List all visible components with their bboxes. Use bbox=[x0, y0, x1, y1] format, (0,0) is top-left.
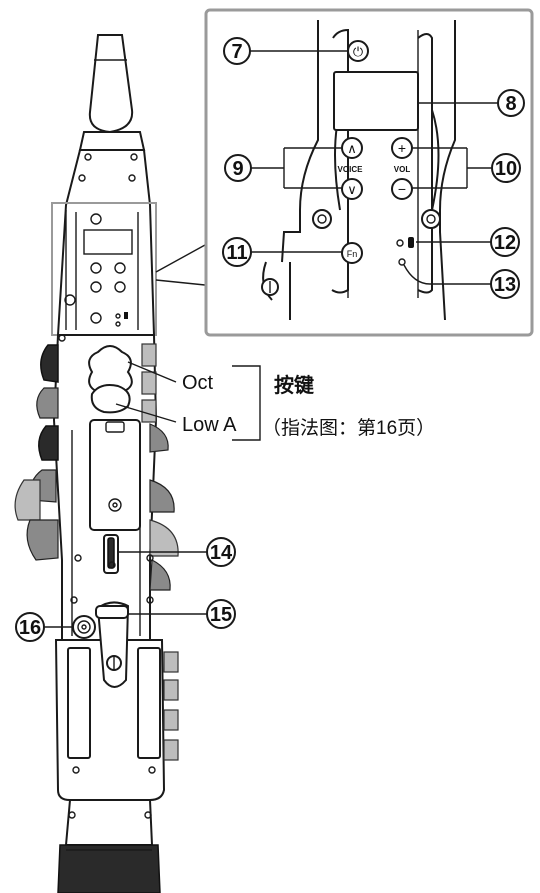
display-screen bbox=[333, 71, 419, 131]
callout-7: 7 bbox=[231, 41, 242, 63]
bell bbox=[57, 799, 161, 893]
strap-hook bbox=[72, 615, 96, 639]
callout-11: 11 bbox=[226, 242, 247, 264]
vol-label: VOL bbox=[394, 165, 411, 174]
callout-9: 9 bbox=[232, 158, 243, 180]
voice-down-button bbox=[341, 178, 363, 200]
right-side-hole bbox=[421, 209, 441, 229]
voice-up-glyph: ∧ bbox=[347, 141, 357, 156]
vol-plus-glyph: + bbox=[398, 140, 406, 156]
fn-glyph: Fn bbox=[347, 249, 358, 259]
callout-14: 14 bbox=[210, 542, 233, 564]
power-glyph: ⏻ bbox=[353, 44, 363, 59]
fn-button bbox=[341, 242, 363, 264]
keys-heading: 按键 bbox=[274, 373, 314, 397]
voice-label: VOICE bbox=[338, 165, 364, 174]
callout-15: 15 bbox=[210, 604, 232, 626]
callout-16: 16 bbox=[19, 617, 41, 639]
lower-body bbox=[54, 596, 179, 801]
callout-10: 10 bbox=[495, 158, 517, 180]
callout-8: 8 bbox=[505, 93, 516, 115]
callout-13: 13 bbox=[494, 274, 516, 296]
mouthpiece bbox=[78, 34, 146, 151]
low-a-label: Low A bbox=[182, 414, 237, 436]
oct-label: Oct bbox=[182, 372, 214, 394]
vol-minus-glyph: − bbox=[398, 181, 406, 197]
callout-12: 12 bbox=[494, 232, 516, 254]
battery-icon bbox=[408, 237, 414, 248]
zoom-panel: ⏻ ∧ ∨ VOICE + − VOL Fn 7 bbox=[204, 8, 534, 337]
led-indicator bbox=[398, 258, 406, 266]
battery-compartment bbox=[89, 419, 141, 531]
voice-down-glyph: ∨ bbox=[347, 182, 357, 197]
low-a-key bbox=[90, 384, 131, 414]
keys-subheading: （指法图：第16页） bbox=[262, 417, 435, 439]
left-side-hole bbox=[312, 209, 332, 229]
vol-minus-button bbox=[391, 178, 413, 200]
middle-body bbox=[14, 334, 179, 641]
upper-body bbox=[56, 149, 156, 336]
